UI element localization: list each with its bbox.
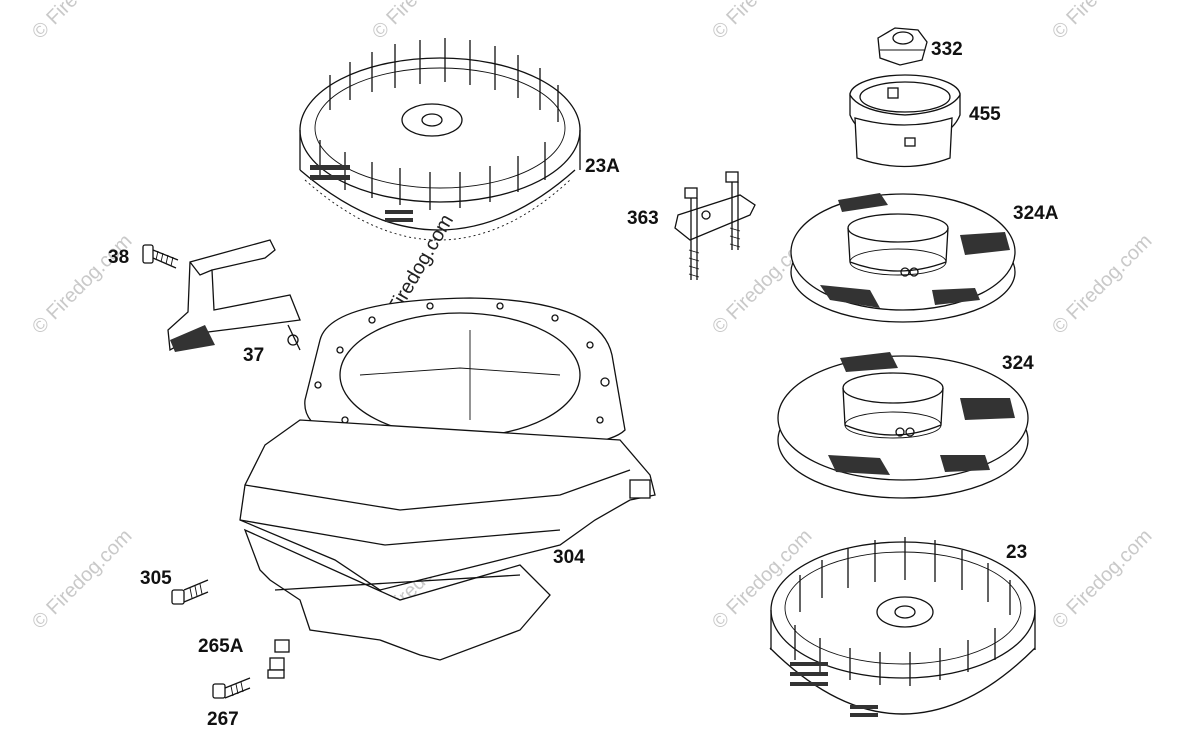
watermark-text: © Firedog.com (368, 0, 477, 44)
cup-455[interactable] (849, 74, 961, 168)
part-label-332: 332 (931, 39, 963, 60)
blower-housing-304[interactable] (239, 297, 656, 661)
watermark-text: © Firedog.com (1048, 525, 1157, 634)
watermark-text: © Firedog.com (1048, 230, 1157, 339)
screen-324a[interactable] (790, 193, 1016, 323)
part-label-324: 324 (1002, 353, 1034, 374)
watermark-text: © Firedog.com (1048, 0, 1157, 44)
screw-305[interactable] (171, 579, 209, 605)
part-label-23a: 23A (585, 156, 620, 177)
air-vane-37[interactable] (167, 239, 301, 352)
part-label-23: 23 (1006, 542, 1027, 563)
part-label-324a: 324A (1013, 203, 1059, 224)
watermark-text: © Firedog.com (708, 0, 817, 44)
bracket-363[interactable] (674, 171, 756, 280)
clip-265a[interactable] (267, 639, 290, 679)
part-label-38: 38 (108, 247, 129, 268)
screw-267[interactable] (212, 677, 251, 699)
screw-38[interactable] (142, 244, 179, 269)
nut-332[interactable] (877, 27, 928, 66)
flywheel-23[interactable] (769, 537, 1036, 717)
part-label-37: 37 (243, 345, 264, 366)
part-label-305: 305 (140, 568, 172, 589)
flywheel-23a[interactable] (299, 38, 581, 241)
part-label-363: 363 (627, 208, 659, 229)
part-label-304: 304 (553, 547, 585, 568)
part-label-455: 455 (969, 104, 1001, 125)
part-label-267: 267 (207, 709, 239, 730)
watermark-text: © Firedog.com (28, 0, 137, 44)
screen-324[interactable] (777, 352, 1029, 499)
watermark-text: © Firedog.com (28, 525, 137, 634)
part-label-265a: 265A (198, 636, 244, 657)
